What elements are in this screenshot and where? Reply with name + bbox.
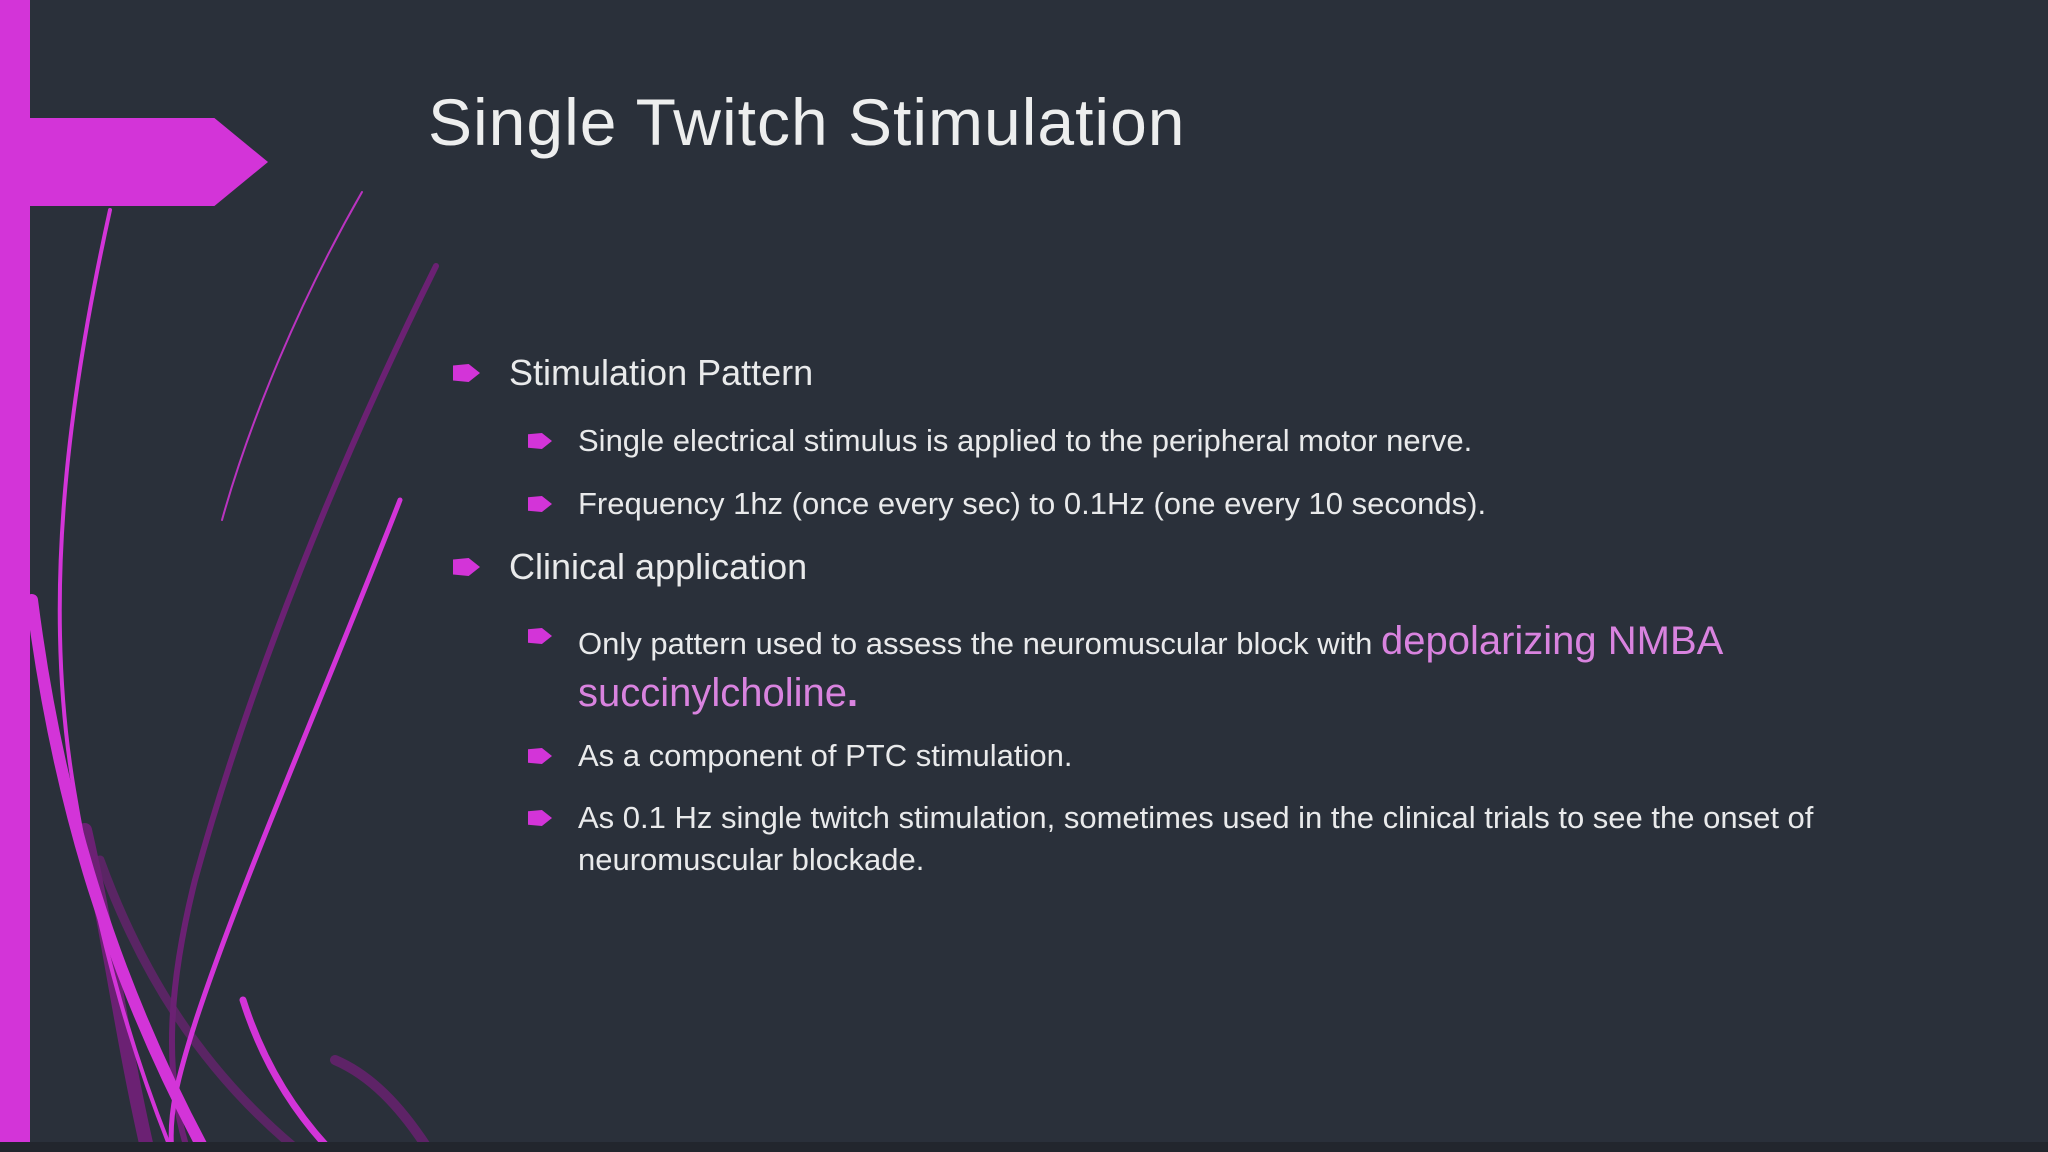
bullet-item-frequency: Frequency 1hz (once every sec) to 0.1Hz … (446, 483, 1946, 525)
bullet-arrow-icon (528, 496, 552, 512)
bullet-arrow-icon (528, 433, 552, 449)
bullet-item-clinical-application: Clinical application (446, 544, 1946, 590)
bullet-arrow-icon (453, 558, 480, 576)
bullet-item-stimulation-pattern: Stimulation Pattern (446, 350, 1946, 396)
bullet-arrow-icon (528, 748, 552, 764)
bullet-text: Only pattern used to assess the neuromus… (578, 615, 1946, 719)
bullet-item-single-stimulus: Single electrical stimulus is applied to… (446, 420, 1946, 462)
bullet-text: Frequency 1hz (once every sec) to 0.1Hz … (578, 486, 1487, 521)
bullet-text: Stimulation Pattern (509, 352, 814, 393)
bullet-item-ptc-component: As a component of PTC stimulation. (446, 735, 1946, 777)
bullet-text-prefix: Only pattern used to assess the neuromus… (578, 626, 1381, 661)
bullet-text: As a component of PTC stimulation. (578, 738, 1073, 773)
highlighted-phrase: depolarizing NMBA succinylcholine (578, 619, 1722, 715)
bottom-edge-strip (0, 1142, 2048, 1152)
bullet-text: Single electrical stimulus is applied to… (578, 423, 1473, 458)
bullet-item-only-pattern: Only pattern used to assess the neuromus… (446, 615, 1946, 719)
bullet-text: As 0.1 Hz single twitch stimulation, som… (578, 800, 1814, 877)
bullet-list: Stimulation Pattern Single electrical st… (446, 350, 1946, 881)
slide-title: Single Twitch Stimulation (428, 85, 1186, 159)
bullet-arrow-icon (528, 628, 552, 644)
title-arrow-shape (0, 118, 268, 206)
bullet-arrow-icon (528, 810, 552, 826)
highlighted-period: . (847, 671, 859, 715)
bullet-text: Clinical application (509, 546, 808, 587)
bullet-arrow-icon (453, 364, 480, 382)
bullet-item-clinical-trials: As 0.1 Hz single twitch stimulation, som… (446, 797, 1946, 881)
